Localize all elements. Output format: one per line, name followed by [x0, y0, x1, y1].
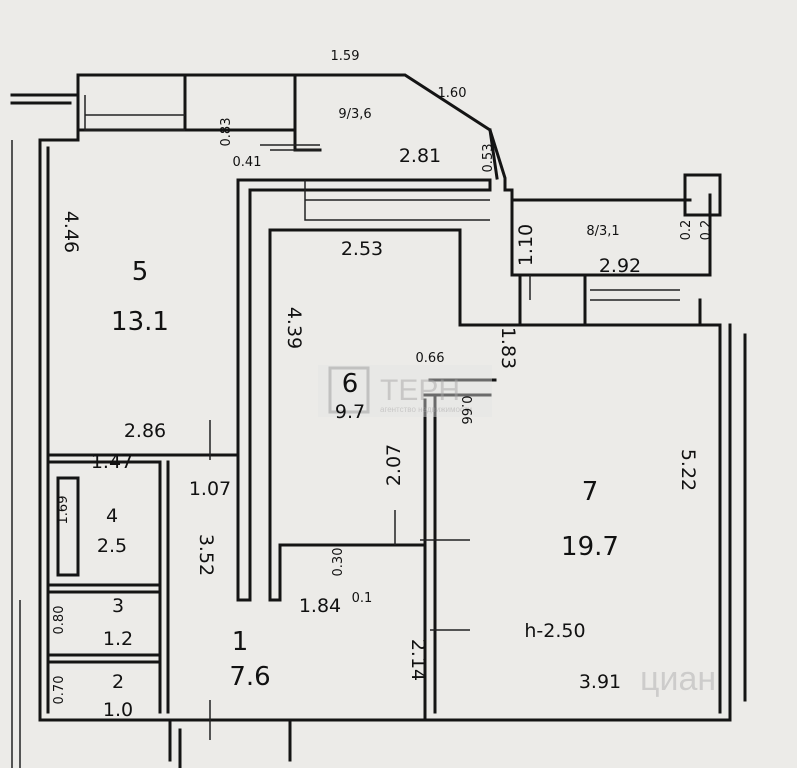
dimension-label: 1.10: [515, 224, 537, 266]
dimension-label: 19.7: [561, 532, 619, 562]
dimension-label: 2.86: [124, 420, 166, 442]
dimension-label: 1.07: [189, 478, 231, 500]
dimension-label: 2.81: [399, 145, 441, 167]
dimension-label: 2.07: [383, 444, 405, 486]
dimension-label: 1.69: [56, 496, 71, 525]
dimension-label: 5.22: [677, 449, 699, 491]
dimension-label: 3.91: [579, 671, 621, 693]
watermark-agency-sub: агентство недвижимости: [380, 405, 472, 414]
dimension-label: 4: [106, 505, 118, 527]
dimension-label: 1.60: [438, 86, 467, 101]
walls: [10, 73, 747, 768]
dimension-label: 3: [112, 595, 124, 617]
dimension-label: 7: [582, 477, 599, 507]
dimension-label: 0.66: [458, 396, 473, 425]
dimension-label: 9/3,6: [338, 107, 371, 122]
dimension-label: 0.41: [233, 155, 262, 170]
dimension-label: 5: [132, 257, 149, 287]
watermark-agency-name: ТЕРН: [380, 374, 460, 407]
dimension-label: 9.7: [335, 401, 365, 423]
dimension-label: 0.70: [52, 676, 67, 705]
dimension-label: 2.53: [341, 238, 383, 260]
dimension-label: 3.52: [195, 534, 217, 576]
dimension-label: 0.53: [481, 144, 496, 173]
dimension-label: 2.5: [97, 535, 127, 557]
dimension-label: 2.14: [407, 639, 429, 681]
dimension-label: 1.47: [91, 451, 133, 473]
dimension-label: 1.0: [103, 699, 133, 721]
dimension-label: 0.2: [679, 220, 694, 241]
dimension-label: 0.30: [331, 548, 346, 577]
dimension-label: 7.6: [229, 662, 270, 692]
watermark-tern: ТЕРН агентство недвижимости: [318, 365, 492, 417]
dimension-label: h-2.50: [524, 620, 585, 642]
dimension-label: 1.2: [103, 628, 133, 650]
dimension-label: 0.1: [352, 591, 373, 606]
dimension-label: 4.46: [60, 211, 82, 253]
dimension-label: 1.83: [497, 327, 519, 369]
dimension-label: 0.80: [52, 606, 67, 635]
dimension-label: 0.2: [699, 220, 714, 241]
dimension-label: 0.83: [219, 118, 234, 147]
dimension-label: 1: [232, 627, 249, 657]
dimension-label: 13.1: [111, 307, 169, 337]
dimension-label: 4.39: [283, 307, 305, 349]
watermark-cian: циан: [640, 660, 716, 698]
dimension-label: 2: [112, 671, 124, 693]
room-labels: 1.59 1.60 9/3,6 0.83 0.41 2.81 0.53 8/3,1 2.92 1.…: [52, 49, 714, 721]
dimension-label: 2.92: [599, 255, 641, 277]
dimension-label: 8/3,1: [586, 224, 619, 239]
dimension-label: 6: [342, 369, 359, 399]
dimension-label: 1.84: [299, 595, 341, 617]
dimension-label: 1.59: [331, 49, 360, 64]
dimension-label: 0.66: [416, 351, 445, 366]
